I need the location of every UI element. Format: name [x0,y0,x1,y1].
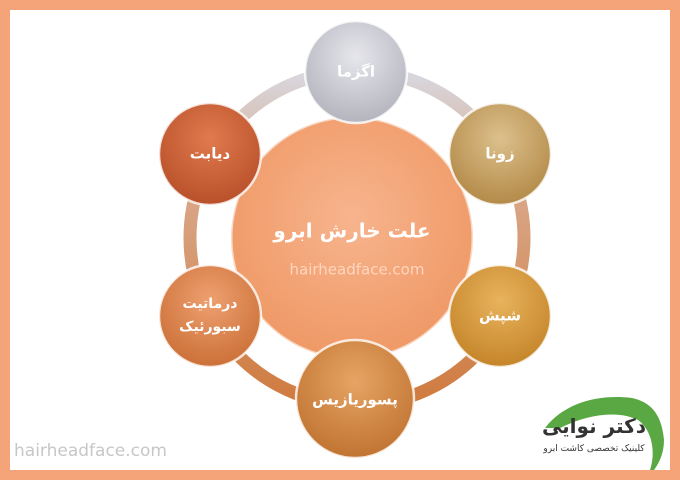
node-eczema: اگزما [303,19,409,125]
node-seborrheic-dermatitis-line2: سبورئیک [179,319,241,335]
node-zona: زونا [447,101,553,207]
node-zona-label: زونا [485,145,514,163]
node-seborrheic-dermatitis: درماتیت سبورئیک [157,263,263,369]
node-seborrheic-dermatitis-line1: درماتیت [183,296,238,312]
node-shepesh: شپش [447,263,553,369]
clinic-logo: دکتر نوایی کلینیک تخصصی کاشت ابرو [542,397,664,470]
logo-hair-swoosh-icon [545,397,664,470]
node-eczema-label: اگزما [337,63,375,81]
logo-name: دکتر نوایی [542,414,646,438]
bottom-watermark: hairheadface.com [14,441,167,461]
node-diabetes-label: دیابت [190,145,231,163]
logo-tagline: کلینیک تخصصی کاشت ابرو [542,444,645,454]
center-node-label: علت خارش ابرو [272,219,430,243]
center-watermark: hairheadface.com [290,261,425,279]
node-shepesh-label: شپش [479,307,521,326]
node-psoriasis-label: پسوریازیس [312,391,398,410]
center-node: علت خارش ابرو hairheadface.com [229,115,475,361]
node-diabetes: دیابت [157,101,263,207]
node-psoriasis: پسوریازیس [294,338,416,460]
